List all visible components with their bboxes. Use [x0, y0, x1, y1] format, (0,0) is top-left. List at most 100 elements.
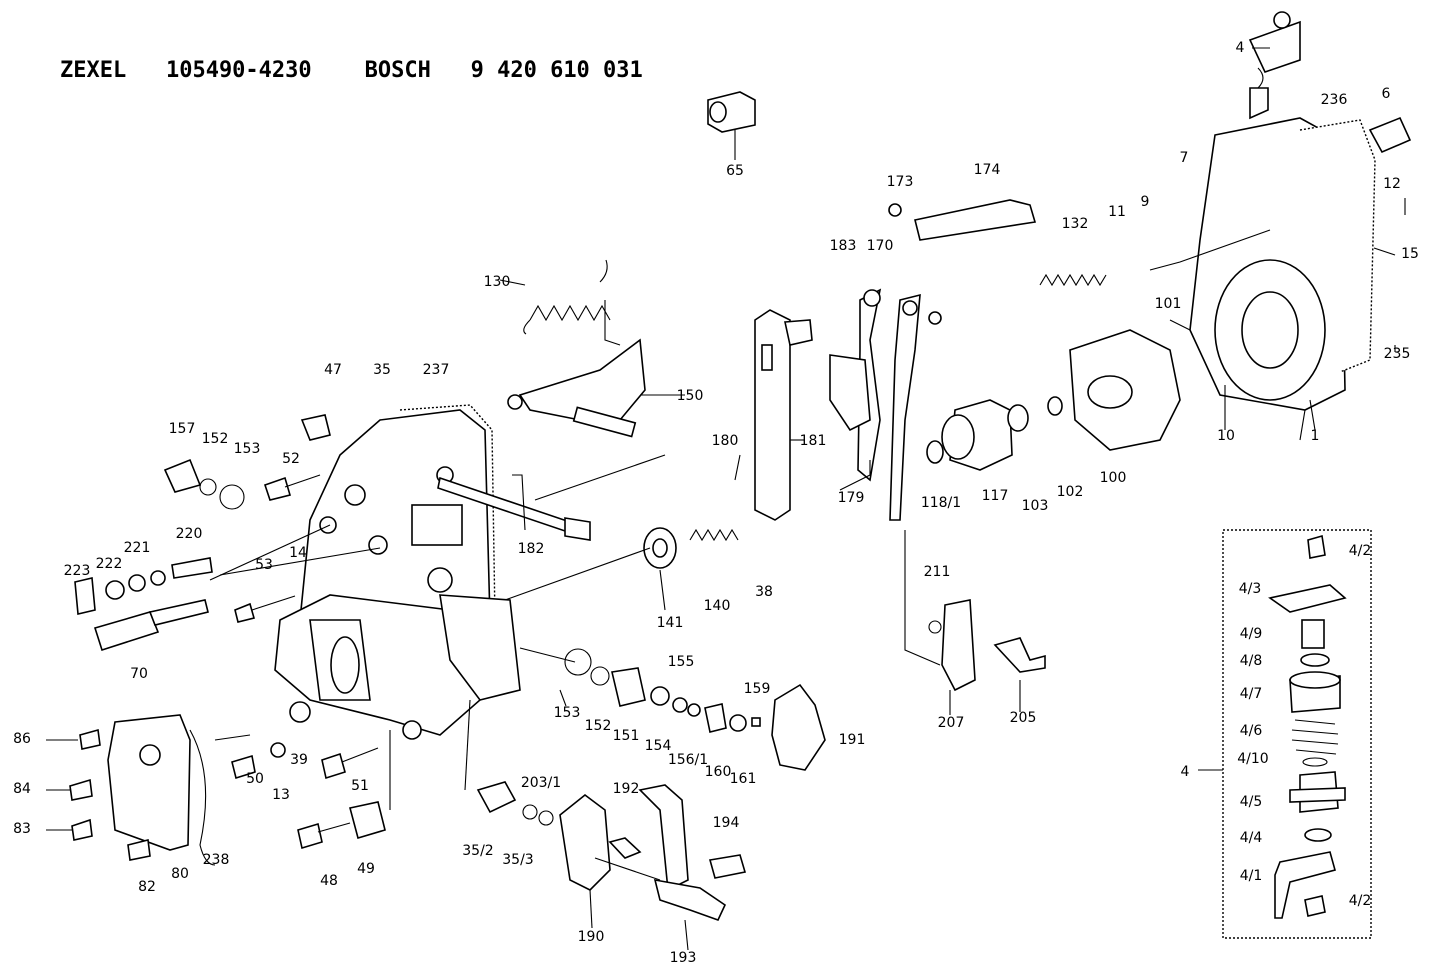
spring-130	[523, 259, 611, 335]
part-label: 12	[1383, 176, 1401, 192]
part-label: 211	[924, 564, 951, 580]
part-label: 181	[800, 433, 827, 449]
part-label: 194	[713, 815, 740, 831]
part-label: 13	[272, 787, 290, 803]
part-label: 49	[357, 861, 375, 877]
part-label: 156/1	[668, 752, 708, 768]
part-label: 223	[64, 563, 91, 579]
pump-housing	[1189, 116, 1412, 411]
part-label: 236	[1321, 92, 1348, 108]
part-label: 101	[1155, 296, 1182, 312]
part-label: 157	[169, 421, 196, 437]
part-label: 80	[171, 866, 189, 882]
part-label: 117	[982, 488, 1009, 504]
part-label: 103	[1022, 498, 1049, 514]
lever-191	[771, 683, 826, 771]
part-label: 82	[138, 879, 156, 895]
part-label: 53	[255, 557, 273, 573]
part-label: 170	[867, 238, 894, 254]
part-label: 151	[613, 728, 640, 744]
part-label: 35/2	[462, 843, 493, 859]
part-label: 48	[320, 873, 338, 889]
part-label: 7	[1180, 150, 1189, 166]
part-label: 4/2	[1349, 543, 1372, 559]
cover-bolts	[69, 728, 151, 861]
part-label: 222	[96, 556, 123, 572]
part-label: 220	[176, 526, 203, 542]
part-label: 174	[974, 162, 1001, 178]
part-label: 47	[324, 362, 342, 378]
part-label: 4/2	[1349, 893, 1372, 909]
bolt-182	[437, 476, 591, 541]
part-label: 173	[887, 174, 914, 190]
part-label: 70	[130, 666, 148, 682]
part-label: 152	[585, 718, 612, 734]
part-label: 35	[373, 362, 391, 378]
part-label: 35/3	[502, 852, 533, 868]
part-label: 84	[13, 781, 31, 797]
part-label: 193	[670, 950, 697, 966]
part-label: 190	[578, 929, 605, 945]
part-label: 14	[289, 545, 307, 561]
part-label: 6	[1382, 86, 1391, 102]
part-label: 150	[677, 388, 704, 404]
part-label: 4	[1181, 764, 1190, 780]
part-label: 118/1	[921, 495, 961, 511]
part-label: 235	[1384, 346, 1411, 362]
part-label: 182	[518, 541, 545, 557]
part-label: 161	[730, 771, 757, 787]
part-label: 153	[234, 441, 261, 457]
part-label: 130	[484, 274, 511, 290]
part-label: 180	[712, 433, 739, 449]
part-label: 192	[613, 781, 640, 797]
page-title: ZEXEL 105490-4230 BOSCH 9 420 610 031	[60, 58, 643, 83]
part-label: 159	[744, 681, 771, 697]
part-label: 39	[290, 752, 308, 768]
part-label: 4/3	[1239, 581, 1262, 597]
part-label: 4/9	[1240, 626, 1263, 642]
part-label: 140	[704, 598, 731, 614]
part-label: 207	[938, 715, 965, 731]
part-label: 38	[755, 584, 773, 600]
part-label: 205	[1010, 710, 1037, 726]
part-label: 221	[124, 540, 151, 556]
bearing-103	[1007, 396, 1063, 432]
part-label: 51	[351, 778, 369, 794]
side-cover-80	[107, 714, 216, 866]
part-label: 83	[13, 821, 31, 837]
part-label: 11	[1108, 204, 1126, 220]
lower-bolts	[231, 742, 386, 850]
part-label: 237	[423, 362, 450, 378]
part-label: 179	[838, 490, 865, 506]
part-label: 154	[645, 738, 672, 754]
plug-157	[163, 458, 245, 510]
part-label: 86	[13, 731, 31, 747]
lever-150	[507, 338, 646, 438]
part-label: 52	[282, 451, 300, 467]
part-label: 132	[1062, 216, 1089, 232]
part-label: 191	[839, 732, 866, 748]
part-label: 152	[202, 431, 229, 447]
part-label: 4	[1236, 40, 1245, 56]
part-label: 100	[1100, 470, 1127, 486]
part-label: 15	[1401, 246, 1419, 262]
lever-207	[928, 599, 1046, 692]
sleeve-117	[926, 399, 1013, 471]
governor-cover-assembly	[1248, 11, 1301, 120]
part-label: 4/6	[1240, 723, 1263, 739]
part-label: 1	[1311, 428, 1320, 444]
bar-174	[888, 199, 1037, 241]
part-label: 65	[726, 163, 744, 179]
part-label: 4/4	[1240, 830, 1263, 846]
part-label: 4/1	[1240, 868, 1263, 884]
part-label: 160	[705, 764, 732, 780]
lever-170	[829, 288, 942, 521]
part-label: 4/5	[1240, 794, 1263, 810]
part-label: 102	[1057, 484, 1084, 500]
part-label: 50	[246, 771, 264, 787]
part-label: 4/8	[1240, 653, 1263, 669]
part-label: 141	[657, 615, 684, 631]
lever-181	[754, 309, 813, 521]
